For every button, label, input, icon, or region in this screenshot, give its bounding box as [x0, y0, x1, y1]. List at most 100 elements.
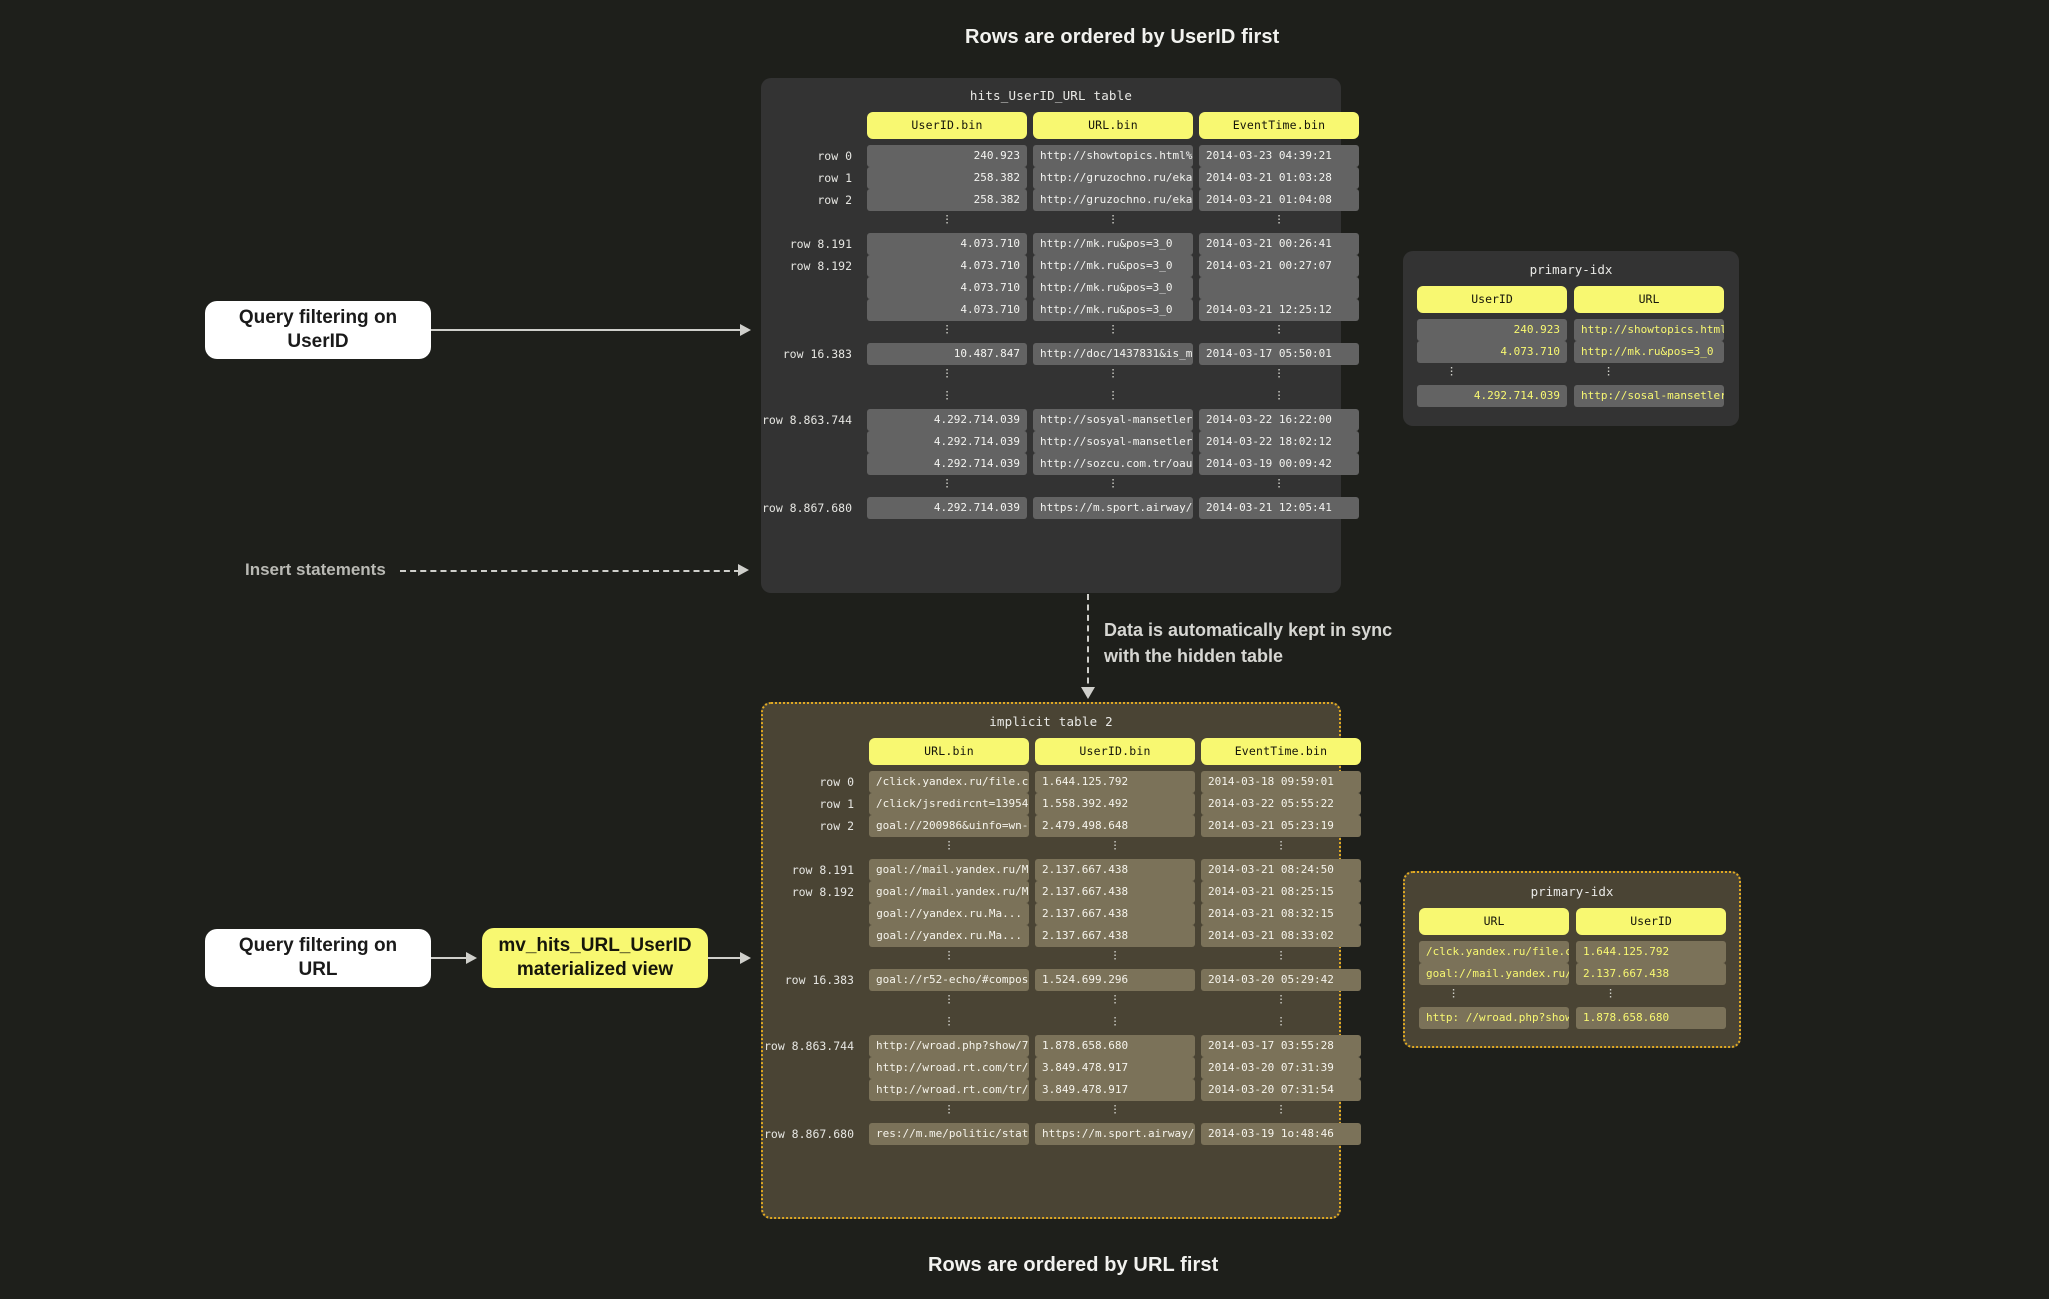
index-cell: 1.878.658.680 [1576, 1007, 1726, 1029]
table-cell: 2014-03-21 05:23:19 [1201, 815, 1361, 837]
index-column-header: URL [1419, 908, 1569, 935]
ellipsis-icon: ⋮ [1602, 365, 1615, 378]
query-filtering-userid-callout[interactable]: Query filtering on UserID [205, 301, 431, 359]
row-label [761, 453, 861, 475]
row-label: row 1 [819, 797, 854, 811]
table-cell: 2014-03-20 07:31:54 [1201, 1079, 1361, 1101]
ellipsis-icon: ⋮ [1274, 1015, 1288, 1028]
row-label: row 8.191 [791, 863, 854, 877]
bottom-table-title: implicit table 2 [989, 714, 1113, 729]
table-cell: 2014-03-21 00:27:07 [1199, 255, 1359, 277]
table-cell: 2014-03-21 08:24:50 [1201, 859, 1361, 881]
ellipsis-icon: ⋮ [1274, 839, 1288, 852]
ellipsis-icon: ⋮ [1108, 839, 1122, 852]
index-cell: http://sosal-mansetleri... [1574, 385, 1724, 407]
ellipsis-icon: ⋮ [1108, 1103, 1122, 1116]
table-cell: http://showtopics.html%3... [1033, 145, 1193, 167]
row-label: row 2 [817, 193, 852, 207]
table-cell: 2014-03-21 01:04:08 [1199, 189, 1359, 211]
table-cell: http://doc/1437831&is_mo... [1033, 343, 1193, 365]
row-label: row 8.863.744 [763, 1039, 854, 1053]
row-label: row 8.867.680 [761, 501, 852, 515]
table-cell: 1.524.699.296 [1035, 969, 1195, 991]
table-cell: 2014-03-23 04:39:21 [1199, 145, 1359, 167]
table-cell: 2014-03-17 05:50:01 [1199, 343, 1359, 365]
table-cell: http://wroad.php?show/7... [869, 1035, 1029, 1057]
query-filtering-url-label: Query filtering on URL [238, 935, 398, 980]
table-cell: 2.137.667.438 [1035, 925, 1195, 947]
table-cell: http://mk.ru&pos=3_0 [1033, 277, 1193, 299]
index-column-header: UserID [1417, 286, 1567, 313]
row-label: row 16.383 [784, 973, 854, 987]
ellipsis-icon: ⋮ [1108, 949, 1122, 962]
table-cell: http://gruzochno.ru/ekat... [1033, 189, 1193, 211]
materialized-view-callout[interactable]: mv_hits_URL_UserID materialized view [482, 928, 708, 988]
query-filtering-url-callout[interactable]: Query filtering on URL [205, 929, 431, 987]
table-cell: 4.073.710 [867, 299, 1027, 321]
table-cell: 4.073.710 [867, 255, 1027, 277]
row-label: row 1 [817, 171, 852, 185]
table-cell: 2.137.667.438 [1035, 903, 1195, 925]
ellipsis-icon: ⋮ [1274, 993, 1288, 1006]
table-cell: 2014-03-21 01:03:28 [1199, 167, 1359, 189]
sync-note-label: Data is automatically kept in sync with … [1104, 620, 1393, 667]
ellipsis-icon: ⋮ [1272, 323, 1286, 336]
table-cell: 1.558.392.492 [1035, 793, 1195, 815]
table-cell: 2014-03-20 07:31:39 [1201, 1057, 1361, 1079]
column-header: URL.bin [869, 738, 1029, 765]
index-cell: 4.073.710 [1417, 341, 1567, 363]
ellipsis-icon: ⋮ [1272, 213, 1286, 226]
table-cell: goal://yandex.ru.Ma... [869, 925, 1029, 947]
table-cell: goal://r52-echo/#compose... [869, 969, 1029, 991]
table-cell: 4.073.710 [867, 233, 1027, 255]
ellipsis-icon: ⋮ [940, 477, 954, 490]
row-label [763, 903, 863, 925]
table-cell: 2014-03-21 08:33:02 [1201, 925, 1361, 947]
table-cell: 2014-03-21 08:32:15 [1201, 903, 1361, 925]
ellipsis-icon: ⋮ [1272, 477, 1286, 490]
table-cell: 2014-03-22 16:22:00 [1199, 409, 1359, 431]
index-cell: 2.137.667.438 [1576, 963, 1726, 985]
ellipsis-icon: ⋮ [940, 213, 954, 226]
table-cell: 2.137.667.438 [1035, 881, 1195, 903]
table-cell: 1.644.125.792 [1035, 771, 1195, 793]
page-title-bottom: Rows are ordered by URL first [928, 1254, 1219, 1276]
column-header: URL.bin [1033, 112, 1193, 139]
row-label [763, 1057, 863, 1079]
table-cell: 240.923 [867, 145, 1027, 167]
bottom-idx-grid: URLUserID/clck.yandex.ru/file.com...1.64… [1419, 908, 1726, 1029]
index-cell: 240.923 [1417, 319, 1567, 341]
table-cell: http://wroad.rt.com/tr/... [869, 1057, 1029, 1079]
index-cell: http: //wroad.php?show/7... [1419, 1007, 1569, 1029]
column-header: UserID.bin [867, 112, 1027, 139]
top-table-title: hits_UserID_URL table [969, 88, 1133, 103]
ellipsis-icon: ⋮ [1272, 367, 1286, 380]
table-cell: 4.292.714.039 [867, 497, 1027, 519]
ellipsis-icon: ⋮ [940, 389, 954, 402]
table-cell: http://sosyal-mansetleri... [1033, 431, 1193, 453]
table-cell: goal://mail.yandex.ru/Ma... [869, 881, 1029, 903]
table-cell [1199, 277, 1359, 299]
row-label [761, 299, 861, 321]
table-cell: goal://yandex.ru.Ma... [869, 903, 1029, 925]
table-cell: 4.292.714.039 [867, 409, 1027, 431]
column-header: EventTime.bin [1199, 112, 1359, 139]
ellipsis-icon: ⋮ [940, 367, 954, 380]
ellipsis-icon: ⋮ [942, 949, 956, 962]
ellipsis-icon: ⋮ [1106, 367, 1120, 380]
ellipsis-icon: ⋮ [1108, 1015, 1122, 1028]
table-cell: 2.479.498.648 [1035, 815, 1195, 837]
ellipsis-icon: ⋮ [1274, 949, 1288, 962]
ellipsis-icon: ⋮ [1106, 213, 1120, 226]
ellipsis-icon: ⋮ [1106, 389, 1120, 402]
index-cell: goal://mail.yandex.ru/Ma... [1419, 963, 1569, 985]
index-cell: /clck.yandex.ru/file.com... [1419, 941, 1569, 963]
row-label: row 8.867.680 [763, 1127, 854, 1141]
table-cell: goal://200986&uinfo=wn-1... [869, 815, 1029, 837]
row-label: row 16.383 [782, 347, 852, 361]
page-title-top: Rows are ordered by UserID first [965, 26, 1280, 48]
bottom-idx-title: primary-idx [1530, 884, 1614, 899]
